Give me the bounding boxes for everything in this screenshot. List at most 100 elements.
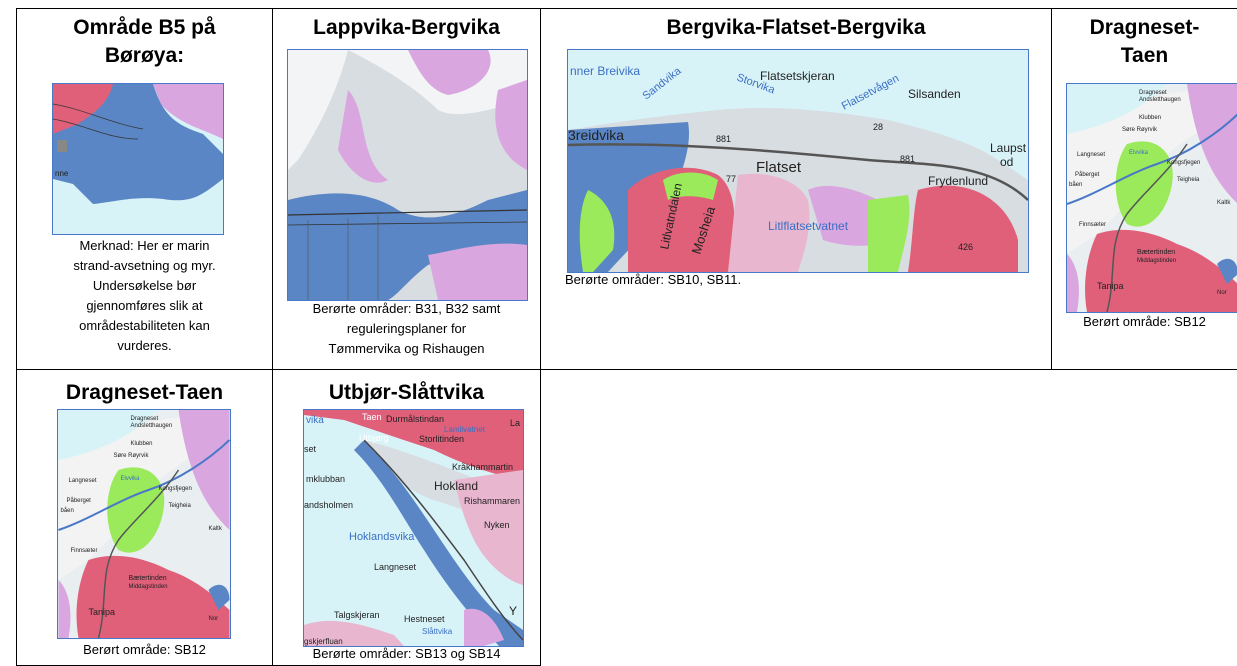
map-flatset: nner Breivika Sandvika Storvika Flatsets…	[567, 49, 1029, 273]
grid-line	[16, 8, 1237, 9]
map-label: Kråkhammartin	[452, 462, 513, 472]
map-dragneset-bottom-drawing: Dragneset Andsletthaugen Klubben Søre Rø…	[58, 410, 230, 638]
map-label: Storlitinden	[419, 434, 464, 444]
map-utbjor: vika Taen Durmålstindan La Lamlivatnet U…	[303, 409, 524, 647]
map-label: Utbjørg	[359, 433, 389, 443]
cell-title: Dragneset- Taen	[1089, 16, 1200, 67]
map-label: La	[510, 418, 520, 428]
map-label: vika	[306, 415, 324, 426]
map-label: gskjerfluan	[304, 637, 343, 646]
map-label: Durmålstindan	[386, 414, 444, 424]
map-label: Søre Røyrvik	[114, 453, 150, 459]
map-label: Lamlivatnet	[444, 425, 486, 434]
cell-utbjor-slattvika: Utbjør-Slåttvika vika Taen Durmålstindan…	[273, 370, 540, 665]
grid-line	[540, 8, 541, 666]
map-label: Litlflatsetvatnet	[768, 219, 849, 233]
map-label: Hokland	[434, 479, 478, 493]
map-label: 28	[873, 122, 883, 132]
map-label: Y	[509, 604, 517, 618]
map-label: Laupst	[990, 141, 1027, 155]
map-label: Klubben	[1139, 115, 1161, 121]
cell-caption: Berørt område: SB12	[83, 642, 206, 657]
grid-line	[16, 8, 17, 666]
map-label: Langneset	[1077, 152, 1105, 158]
map-label: Rishammaren	[464, 496, 520, 506]
map-label: Langneset	[374, 562, 417, 572]
cell-lappvika-bergvika: Lappvika-Bergvika Berørte områder: B31, …	[273, 9, 540, 369]
map-label: Bætertinden	[1137, 249, 1175, 256]
map-dragneset-top: Dragneset Andsletthaugen Klubben Søre Rø…	[1066, 83, 1237, 313]
map-label: Dragneset	[131, 416, 159, 422]
map-dragneset-top-drawing: Dragneset Andsletthaugen Klubben Søre Rø…	[1067, 84, 1237, 312]
cell-title: Dragneset-Taen	[65, 381, 224, 404]
map-label: Bætertinden	[129, 575, 167, 582]
map-boroya-drawing: nne	[53, 84, 223, 234]
map-label: Finnsæter	[71, 548, 98, 554]
map-label: Dragneset	[1139, 90, 1167, 96]
map-label: mklubban	[306, 474, 345, 484]
map-flatset-drawing: nner Breivika Sandvika Storvika Flatsets…	[568, 50, 1028, 272]
map-label: Taen	[362, 412, 382, 422]
map-label: od	[1000, 155, 1013, 169]
map-label: Langneset	[69, 478, 97, 484]
map-label: Kaltk	[209, 526, 223, 532]
map-label: Nor	[1217, 290, 1227, 296]
map-label: Frydenlund	[928, 174, 988, 188]
map-label: 77	[726, 174, 736, 184]
map-label: 3reidvika	[568, 127, 624, 143]
map-label: 881	[900, 154, 915, 164]
map-label: Klubben	[131, 441, 153, 447]
grid-line	[16, 369, 1237, 370]
map-label: Flatsetskjeran	[760, 69, 835, 83]
map-label: 881	[716, 134, 731, 144]
map-label: Finnsæter	[1079, 222, 1106, 228]
map-label: Påberget	[1075, 171, 1100, 178]
map-label: Andsletthaugen	[1139, 97, 1181, 103]
grid-line	[272, 8, 273, 666]
cell-dragneset-taen-top: Dragneset- Taen Dragneset Andsletthaugen…	[1052, 9, 1237, 369]
map-label: Middagstinden	[1137, 258, 1176, 264]
map-label: Kongsfjegen	[159, 486, 192, 492]
cell-caption: Berørt område: SB12	[1083, 314, 1206, 329]
map-label: Nor	[209, 616, 219, 622]
map-boroya: nne	[52, 83, 224, 235]
map-label: Hestneset	[404, 614, 445, 624]
map-label: Teigheia	[1177, 177, 1200, 183]
map-label: Hoklandsvika	[349, 531, 415, 543]
cell-omrade-b5: Område B5 på Børøya: nne Merknad: Her er…	[17, 9, 272, 369]
map-label: Tanipa	[89, 607, 116, 617]
map-label: båen	[61, 507, 74, 514]
cell-caption: Berørte områder: SB13 og SB14	[312, 646, 501, 661]
cell-title: Bergvika-Flatset-Bergvika	[666, 16, 926, 39]
map-label: båen	[1069, 181, 1082, 188]
map-label: Talgskjeran	[334, 610, 380, 620]
map-label: nner Breivika	[570, 64, 640, 78]
cell-title: Utbjør-Slåttvika	[328, 381, 485, 404]
map-label: Flatset	[756, 159, 802, 176]
map-label: nne	[55, 169, 69, 178]
map-label: Andsletthaugen	[131, 423, 173, 429]
map-lappvika-drawing	[288, 50, 527, 300]
map-label: Middagstinden	[129, 584, 168, 590]
cell-caption: Berørte områder: SB10, SB11.	[565, 272, 742, 287]
map-label: Slåttvika	[422, 627, 453, 636]
map-label: 426	[958, 242, 973, 252]
map-label: Kongsfjegen	[1167, 160, 1200, 166]
cell-caption: Berørte områder: B31, B32 samt regulerin…	[312, 301, 501, 356]
map-label: Elvvika	[1129, 150, 1149, 156]
map-label: Silsanden	[908, 87, 961, 101]
cell-caption: Merknad: Her er marin strand-avsetning o…	[73, 238, 216, 353]
map-lappvika	[287, 49, 528, 301]
map-label: Elvvika	[121, 476, 141, 482]
cell-title: Lappvika-Bergvika	[313, 16, 500, 39]
map-label: Påberget	[67, 497, 92, 504]
map-label: Tanipa	[1097, 281, 1124, 291]
map-label: set	[304, 444, 317, 454]
map-dragneset-bottom: Dragneset Andsletthaugen Klubben Søre Rø…	[57, 409, 231, 639]
cell-dragneset-taen-bottom: Dragneset-Taen Dragneset Andsletthaugen …	[17, 370, 272, 665]
grid-line	[1051, 8, 1052, 370]
cell-title: Område B5 på Børøya:	[73, 16, 216, 67]
map-label: Nyken	[484, 520, 510, 530]
map-label: Teigheia	[169, 503, 192, 509]
map-utbjor-drawing: vika Taen Durmålstindan La Lamlivatnet U…	[304, 410, 523, 646]
